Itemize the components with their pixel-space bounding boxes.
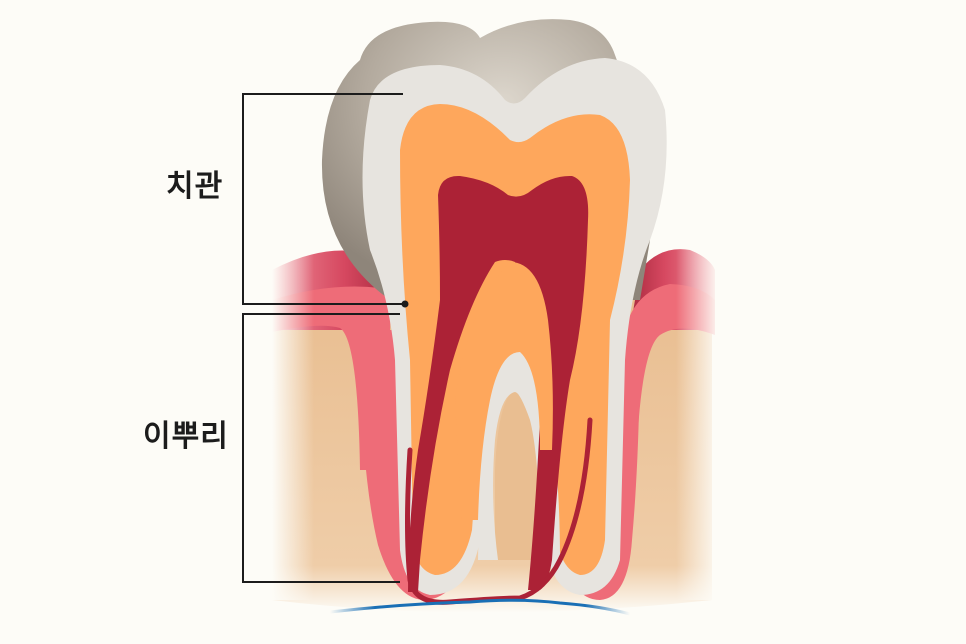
pulp	[408, 175, 589, 592]
root-canal-vessel	[405, 417, 593, 605]
crown-label: 치관	[166, 169, 224, 204]
crown-bracket	[242, 93, 409, 308]
pointer-dot-icon	[401, 300, 409, 308]
root-label: 이뿌리	[143, 419, 229, 454]
root-bracket	[242, 313, 400, 583]
nerve-line	[329, 598, 631, 616]
dentin-arch	[455, 262, 553, 520]
